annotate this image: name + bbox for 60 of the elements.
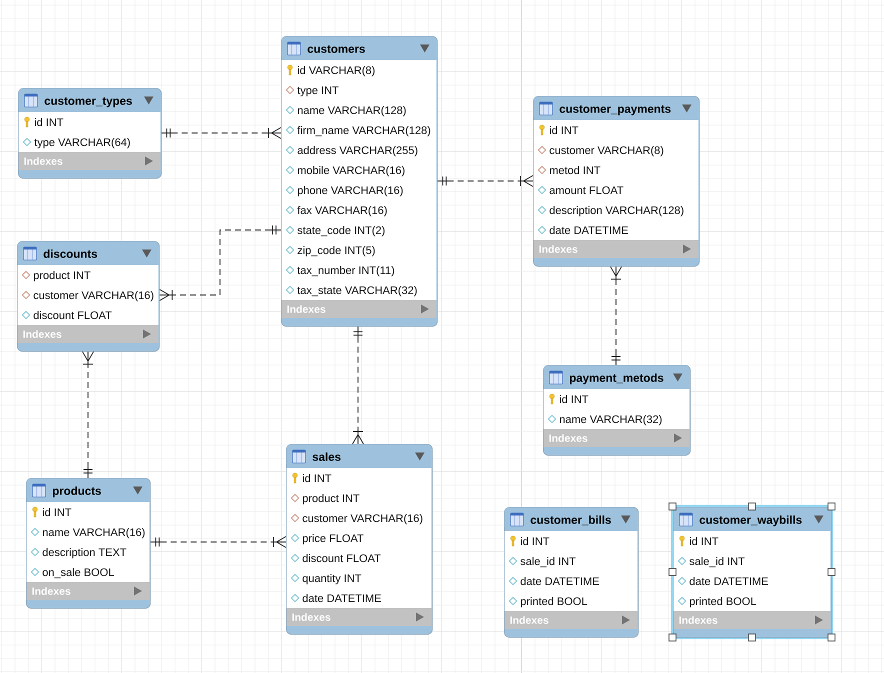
column-definition: phone VARCHAR(16) xyxy=(298,186,403,196)
relationship-line xyxy=(352,326,364,444)
column-definition: fax VARCHAR(16) xyxy=(297,206,387,216)
column-definition: date DATETIME xyxy=(520,577,599,586)
column-definition: type INT xyxy=(297,86,338,96)
relationship-line xyxy=(161,127,282,139)
column-definition: name VARCHAR(128) xyxy=(298,106,406,116)
column-definition: id INT xyxy=(550,126,578,134)
column-definition: metod INT xyxy=(550,166,600,174)
column-definition: date DATETIME xyxy=(690,577,768,586)
column-definition: firm_name VARCHAR(128) xyxy=(297,126,430,136)
column-definition: name VARCHAR(16) xyxy=(42,528,145,538)
column-definition: address VARCHAR(255) xyxy=(298,146,418,156)
column-definition: discount FLOAT xyxy=(302,554,381,562)
column-definition: zip_code INT(5) xyxy=(298,246,375,256)
column-definition: description VARCHAR(128) xyxy=(550,206,684,216)
relationship-line xyxy=(82,351,94,478)
indexes-bar: Indexes xyxy=(674,611,830,629)
column-definition: sale_id INT xyxy=(520,557,576,568)
indexes-bar: Indexes xyxy=(18,152,160,170)
indexes-bar: Indexes xyxy=(26,582,150,600)
relationship-line xyxy=(150,536,286,548)
indexes-bar: Indexes xyxy=(282,300,436,318)
column-definition: quantity INT xyxy=(302,574,362,584)
column-definition: product INT xyxy=(34,271,90,282)
indexes-bar: Indexes xyxy=(534,240,698,258)
column-definition: discount FLOAT xyxy=(34,311,112,320)
column-definition: id INT xyxy=(302,474,332,482)
column-definition: state_code INT(2) xyxy=(298,226,385,236)
column-definition: mobile VARCHAR(16) xyxy=(298,166,404,176)
relationship-line xyxy=(610,266,622,366)
column-definition: id INT xyxy=(690,537,718,546)
column-definition: description TEXT xyxy=(42,548,126,558)
column-definition: id INT xyxy=(520,537,550,546)
column-definition: date DATETIME xyxy=(302,594,381,602)
indexes-bar: Indexes xyxy=(504,611,638,629)
indexes-bar: Indexes xyxy=(18,325,158,343)
column-definition: id INT xyxy=(34,118,64,126)
column-definition: id VARCHAR(8) xyxy=(298,66,375,76)
column-definition: id INT xyxy=(560,395,588,404)
column-definition: amount FLOAT xyxy=(550,186,624,194)
column-definition: sale_id INT xyxy=(690,557,745,568)
column-definition: tax_state VARCHAR(32) xyxy=(297,286,417,296)
column-definition: customer VARCHAR(16) xyxy=(34,291,154,302)
column-definition: date DATETIME xyxy=(550,226,628,234)
column-definition: customer VARCHAR(16) xyxy=(302,514,422,524)
relationship-line xyxy=(159,225,282,301)
indexes-bar: Indexes xyxy=(544,429,690,447)
column-definition: product INT xyxy=(302,494,360,504)
column-definition: printed BOOL xyxy=(520,597,588,608)
column-definition: tax_number INT(11) xyxy=(297,266,394,276)
column-definition: type VARCHAR(64) xyxy=(34,138,130,148)
column-definition: name VARCHAR(32) xyxy=(560,415,662,426)
relationship-line xyxy=(437,175,534,187)
column-definition: id INT xyxy=(42,508,72,516)
column-definition: printed BOOL xyxy=(690,597,756,608)
indexes-bar: Indexes xyxy=(286,608,432,626)
column-definition: on_sale BOOL xyxy=(42,568,114,578)
column-definition: customer VARCHAR(8) xyxy=(550,146,664,156)
column-definition: price FLOAT xyxy=(302,534,364,544)
